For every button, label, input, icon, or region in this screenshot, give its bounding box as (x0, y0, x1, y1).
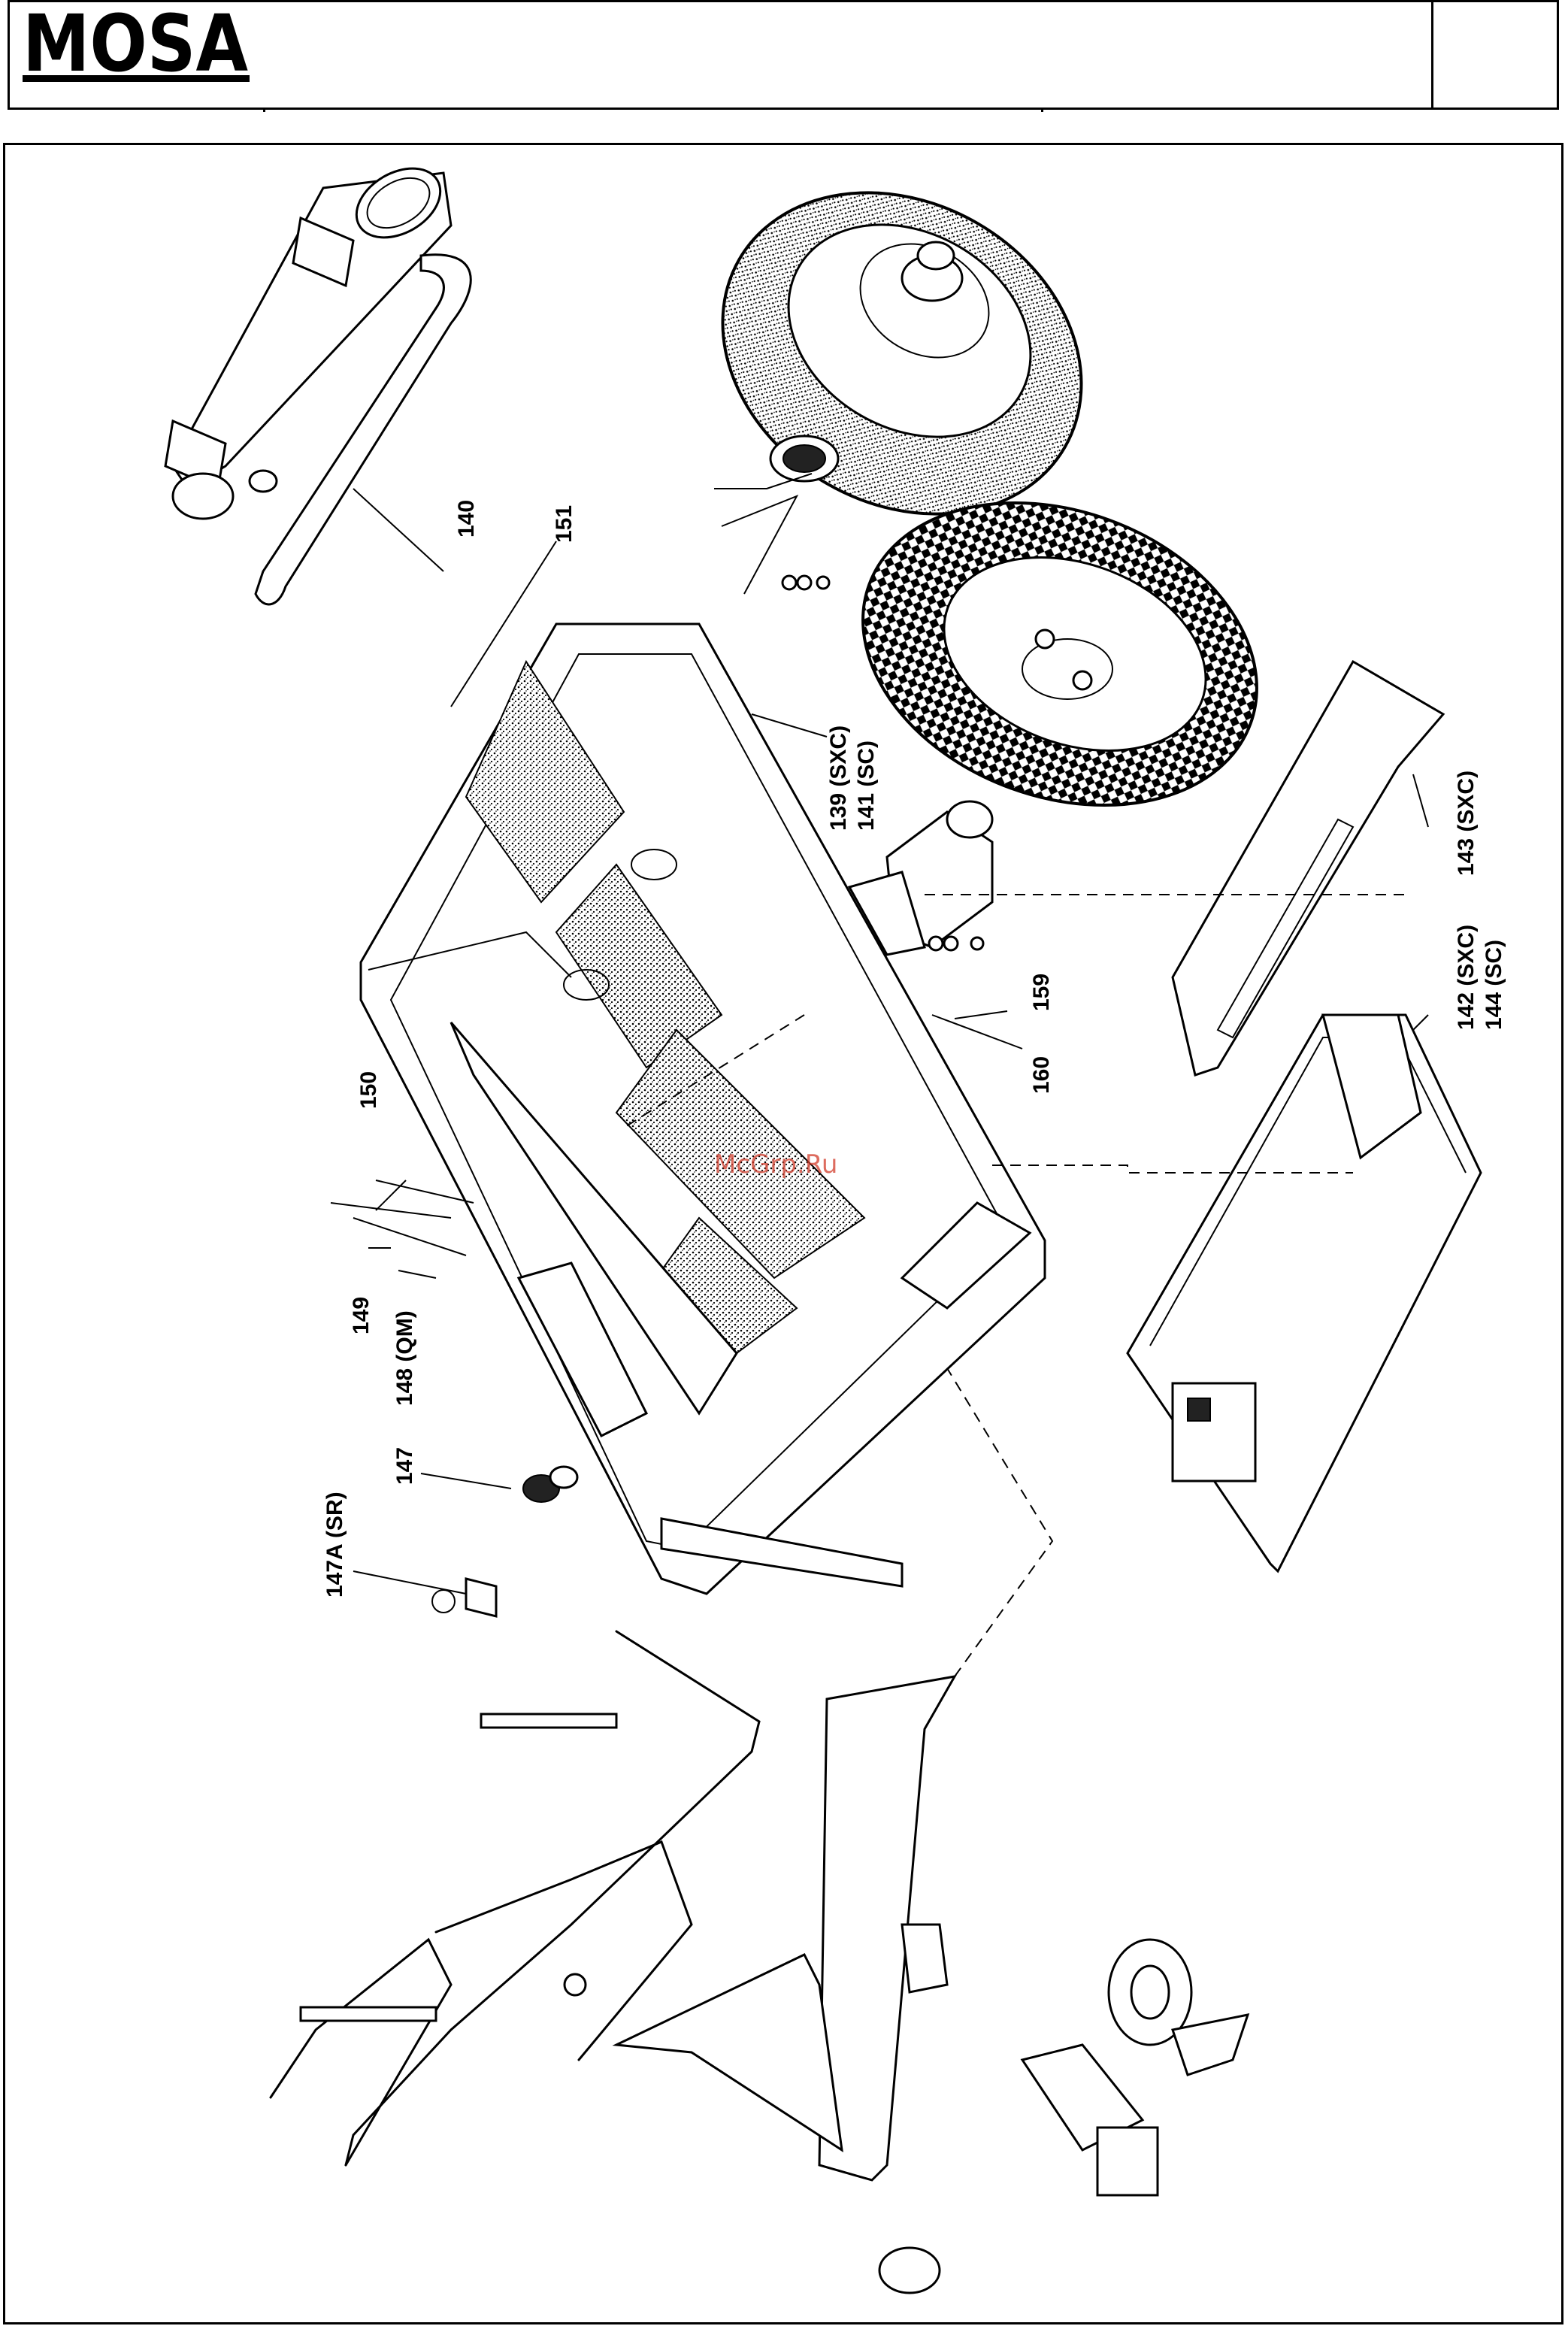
callout-144: 144 (SC) (1482, 940, 1506, 1030)
callout-148: 148 (QM) (392, 1310, 417, 1406)
towbar-part (616, 1676, 1248, 2293)
callout-143: 143 (SXC) (1454, 771, 1479, 876)
battery-box-part (1128, 1015, 1481, 1571)
callout-150: 150 (356, 1071, 381, 1109)
callout-151: 151 (552, 505, 577, 543)
callout-147: 147 (392, 1447, 417, 1485)
callout-140: 140 (454, 500, 479, 538)
watermark-text: McGrp.Ru (714, 1149, 837, 1180)
callout-139: 139 (SXC) (826, 725, 851, 831)
front-wheel-part (820, 450, 1299, 858)
main-frame-part (361, 624, 1045, 1594)
handle-frame-part (271, 1631, 759, 2165)
callout-142: 142 (SXC) (1454, 925, 1479, 1030)
callout-147a: 147A (SR) (322, 1492, 347, 1598)
callout-149: 149 (349, 1297, 374, 1334)
callout-141: 141 (SC) (854, 740, 879, 831)
callout-159: 159 (1029, 974, 1054, 1011)
callout-160: 160 (1029, 1056, 1054, 1094)
muffler-part (165, 154, 471, 604)
